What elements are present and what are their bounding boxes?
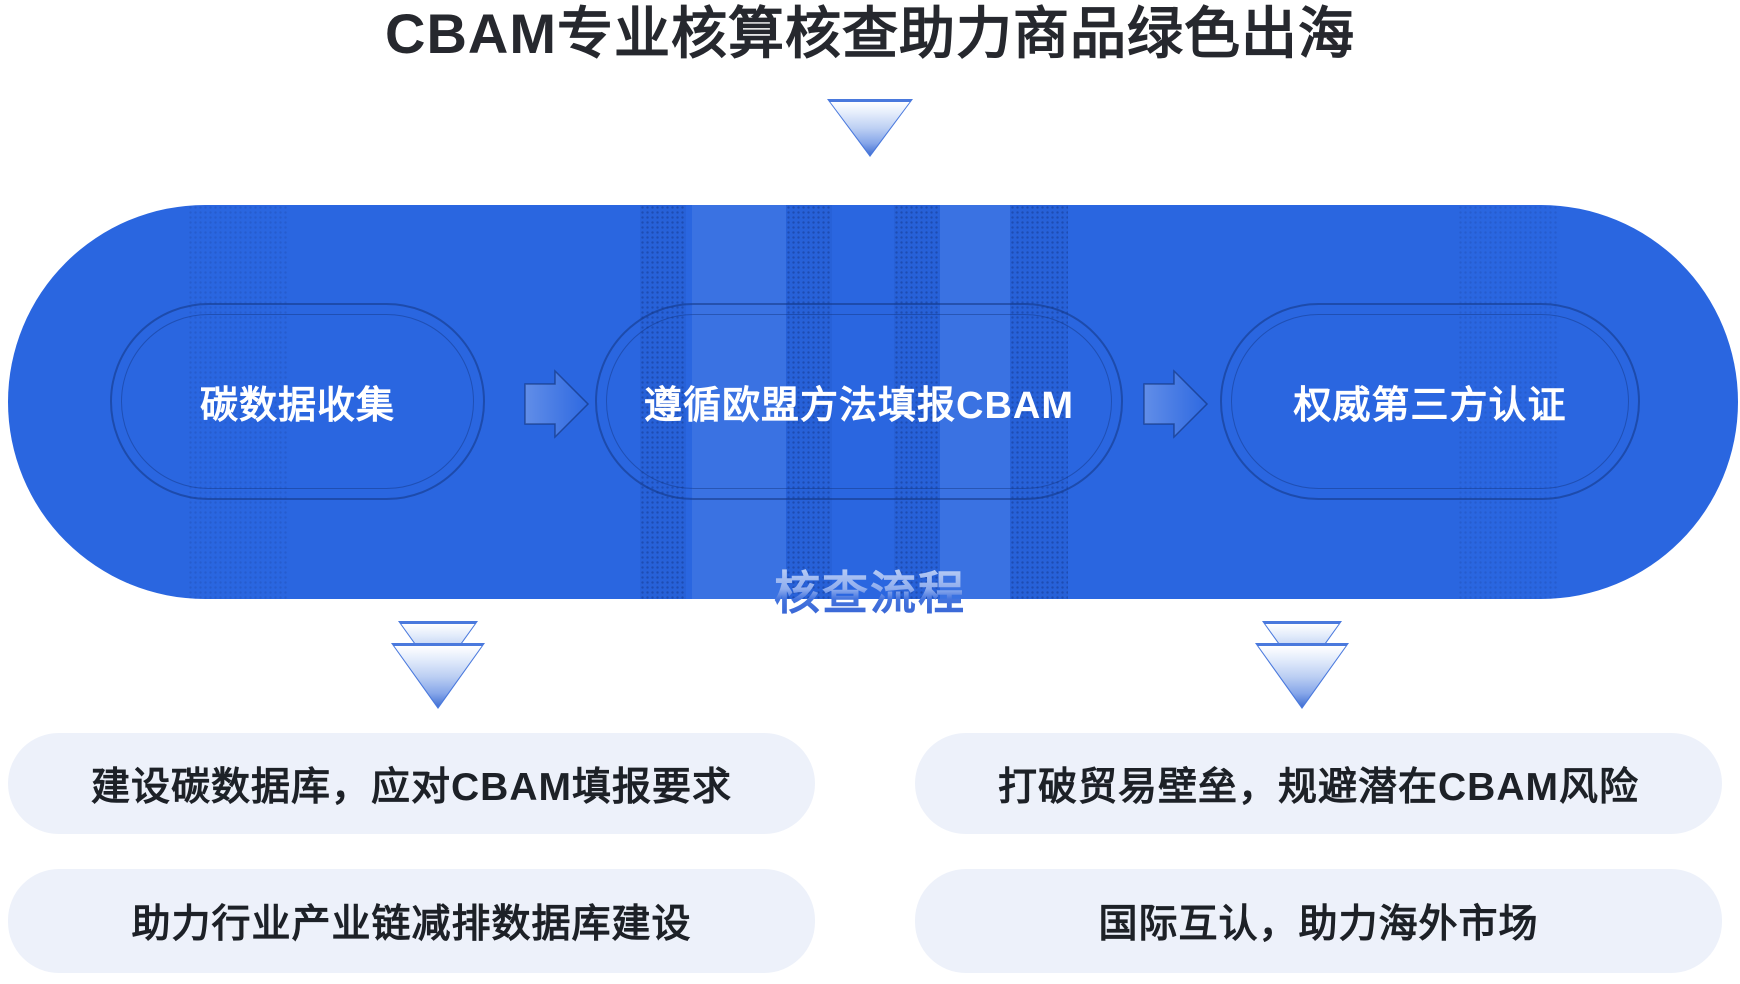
double-arrow-down-icon <box>1255 621 1349 711</box>
benefit-box: 国际互认，助力海外市场 <box>915 869 1722 973</box>
texture-stripe <box>786 205 832 599</box>
arrow-right-icon <box>524 369 590 439</box>
page-title: CBAM专业核算核查助力商品绿色出海 <box>385 2 1355 65</box>
benefit-box: 建设碳数据库，应对CBAM填报要求 <box>8 733 815 834</box>
arrow-down-icon-fill <box>1258 645 1346 707</box>
arrow-down-icon-fill <box>830 101 910 155</box>
process-flow-label: 核查流程 <box>0 568 1740 618</box>
process-step-third-party-certification: 权威第三方认证 <box>1220 303 1640 500</box>
arrow-down-icon <box>1255 643 1349 709</box>
arrow-down-icon-fill <box>394 645 482 707</box>
arrow-down-icon <box>391 643 485 709</box>
arrow-down-icon <box>827 99 913 157</box>
arrow-right-icon <box>1143 369 1209 439</box>
texture-stripe <box>940 205 1010 599</box>
benefit-box: 助力行业产业链减排数据库建设 <box>8 869 815 973</box>
texture-stripe <box>692 205 786 599</box>
benefit-box: 打破贸易壁垒，规避潜在CBAM风险 <box>915 733 1722 834</box>
texture-stripe <box>894 205 940 599</box>
process-banner: 碳数据收集 遵循欧盟方法填报CBAM 权威第三方认证 <box>8 205 1738 599</box>
process-step-label: 权威第三方认证 <box>1293 385 1567 427</box>
process-step-label: 碳数据收集 <box>199 385 395 427</box>
process-step-eu-cbam-filing: 遵循欧盟方法填报CBAM <box>595 303 1123 500</box>
process-step-label: 遵循欧盟方法填报CBAM <box>644 385 1074 427</box>
process-step-data-collection: 碳数据收集 <box>110 303 485 500</box>
double-arrow-down-icon <box>391 621 485 711</box>
